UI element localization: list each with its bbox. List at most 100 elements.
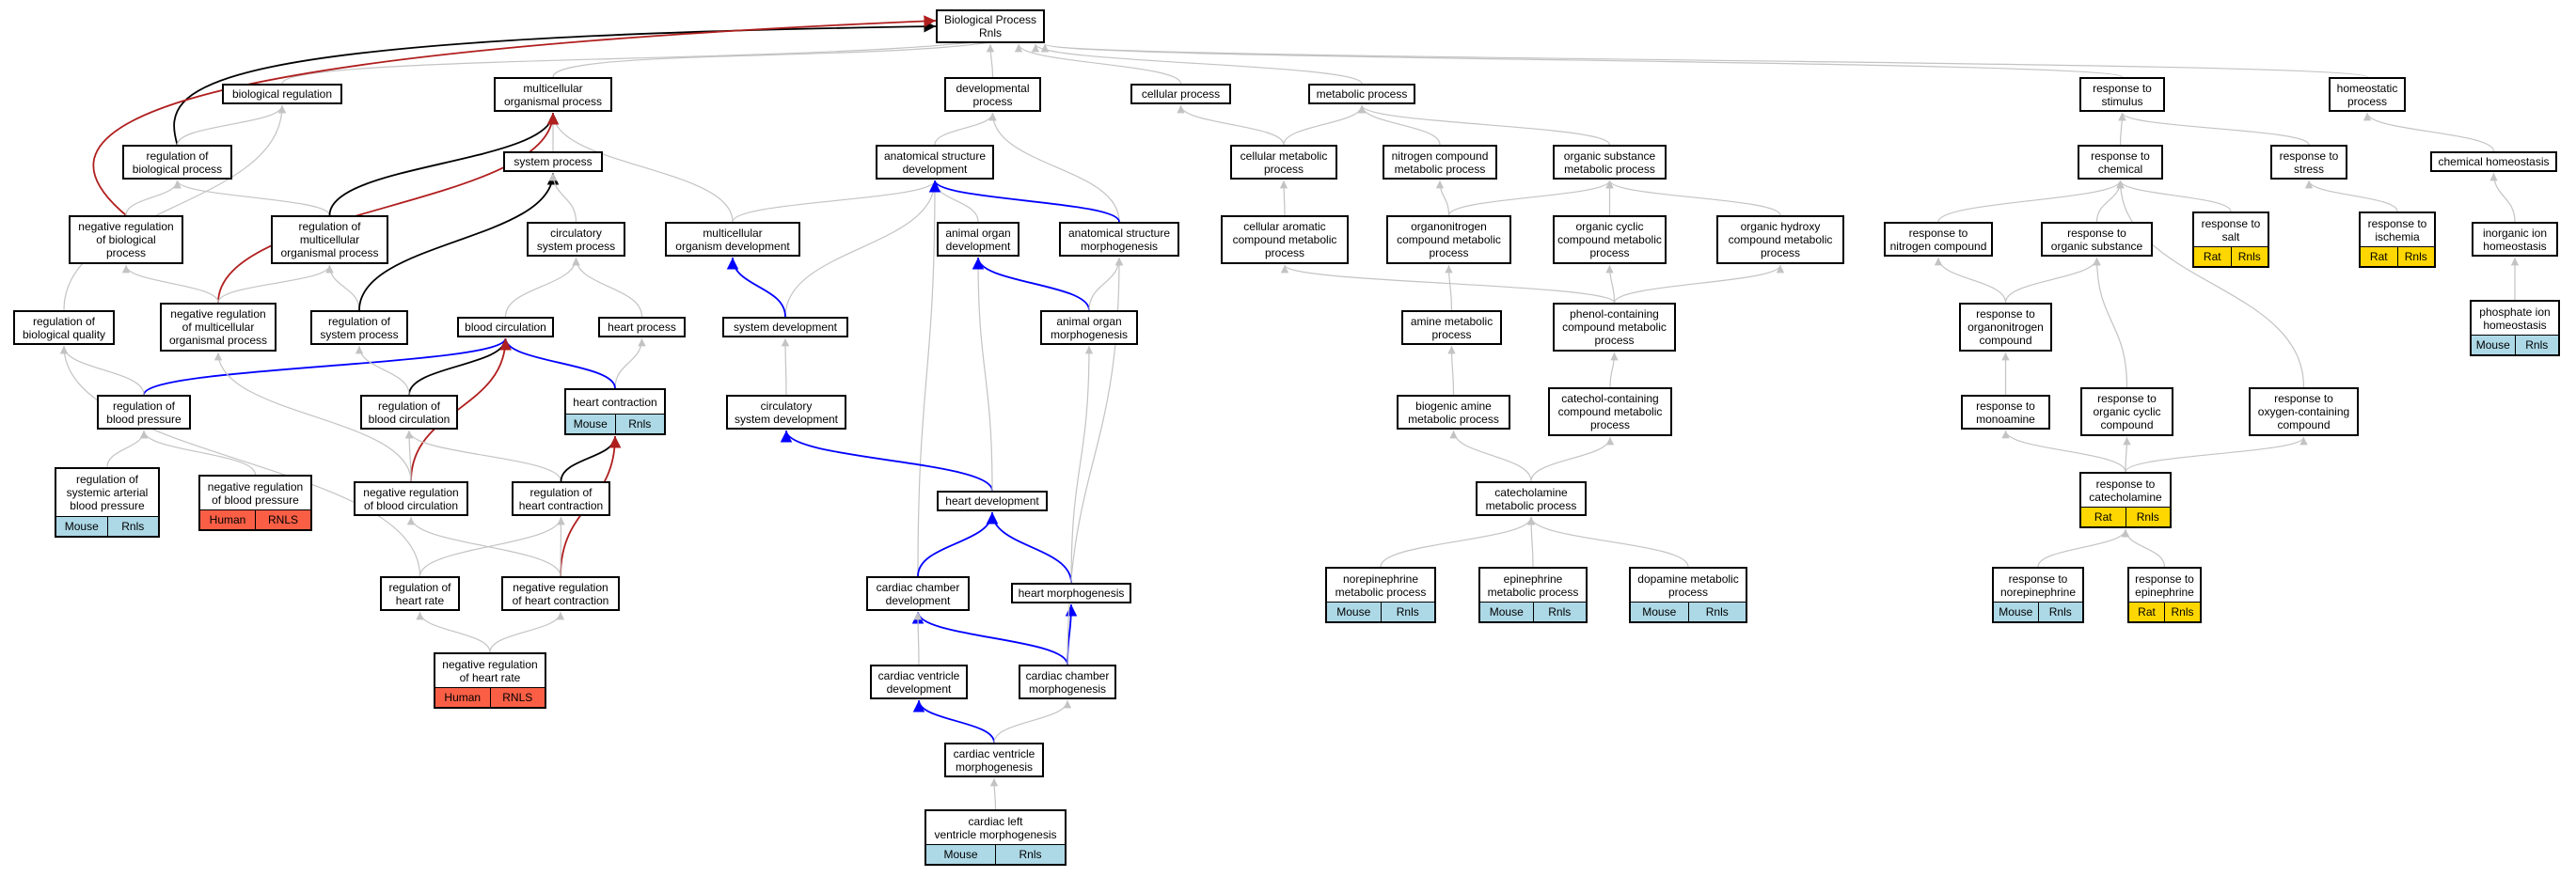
term-node-amine-metabolic-process[interactable]: amine metabolic process xyxy=(1401,310,1502,345)
term-node-biological-regulation[interactable]: biological regulation xyxy=(222,84,342,104)
edge-anatomical_structure_morphogenesis-to-developmental_process xyxy=(988,112,1120,223)
term-node-bp[interactable]: Biological Process Rnls xyxy=(936,9,1045,43)
term-node-regulation-of-system-process[interactable]: regulation of system process xyxy=(310,310,408,345)
term-label: biological regulation xyxy=(231,87,333,101)
term-node-organic-hydroxy-compound-metabolic-process[interactable]: organic hydroxy compound metabolic proce… xyxy=(1716,215,1844,264)
edge-regulation_of_biological_quality-to-biological_regulation xyxy=(63,104,287,311)
term-label: biogenic amine metabolic process xyxy=(1408,399,1499,426)
edge-cardiac_ventricle_morphogenesis-to-cardiac_chamber_morphogenesis xyxy=(993,699,1072,744)
term-node-blood-circulation[interactable]: blood circulation xyxy=(457,317,554,337)
edge-circulatory_system_development-to-system_development xyxy=(781,337,790,396)
term-node-negative-regulation-of-blood-circulation[interactable]: negative regulation of blood circulation xyxy=(354,481,468,516)
term-node-regulation-of-biological-quality[interactable]: regulation of biological quality xyxy=(13,310,115,345)
term-label: nitrogen compound metabolic process xyxy=(1391,149,1489,176)
term-node-cardiac-ventricle-morphogenesis[interactable]: cardiac ventricle morphogenesis xyxy=(944,743,1044,777)
term-node-negative-regulation-of-multicellular-organismal-process[interactable]: negative regulation of multicellular org… xyxy=(160,303,277,352)
term-node-regulation-of-blood-pressure[interactable]: regulation of blood pressure xyxy=(97,395,191,430)
term-node-response-to-oxygen-containing-compound[interactable]: response to oxygen-containing compound xyxy=(2249,387,2359,436)
term-node-anatomical-structure-development[interactable]: anatomical structure development xyxy=(876,145,994,180)
term-node-developmental-process[interactable]: developmental process xyxy=(944,77,1041,112)
term-node-cardiac-chamber-morphogenesis[interactable]: cardiac chamber morphogenesis xyxy=(1019,665,1116,699)
term-node-response-to-nitrogen-compound[interactable]: response to nitrogen compound xyxy=(1884,222,1993,257)
edge-regulation_of_blood_pressure-to-blood_circulation xyxy=(143,337,512,396)
term-label: circulatory system process xyxy=(536,226,616,253)
term-node-metabolic-process[interactable]: metabolic process xyxy=(1308,84,1415,104)
term-node-organic-substance-metabolic-process[interactable]: organic substance metabolic process xyxy=(1553,145,1667,180)
term-node-cardiac-chamber-development[interactable]: cardiac chamber development xyxy=(866,576,970,611)
term-node-chemical-homeostasis[interactable]: chemical homeostasis xyxy=(2430,151,2557,172)
term-node-regulation-of-heart-rate[interactable]: regulation of heart rate xyxy=(380,576,460,611)
term-node-organic-cyclic-compound-metabolic-process[interactable]: organic cyclic compound metabolic proces… xyxy=(1553,215,1667,264)
term-label: regulation of heart contraction xyxy=(518,485,604,512)
edge-negative_regulation_of_heart_contraction-to-negative_regulation_of_blood_circulation xyxy=(406,516,561,577)
term-node-biogenic-amine-metabolic-process[interactable]: biogenic amine metabolic process xyxy=(1397,395,1510,430)
term-node-heart-process[interactable]: heart process xyxy=(598,317,686,337)
term-node-catecholamine-metabolic-process[interactable]: catecholamine metabolic process xyxy=(1476,481,1587,516)
term-node-circulatory-system-process[interactable]: circulatory system process xyxy=(527,222,625,257)
term-label: regulation of blood circulation xyxy=(368,399,450,426)
term-node-response-to-organic-substance[interactable]: response to organic substance xyxy=(2041,222,2153,257)
term-node-catechol-containing-compound-metabolic-process[interactable]: catechol-containing compound metabolic p… xyxy=(1548,387,1672,436)
term-node-response-to-stimulus[interactable]: response to stimulus xyxy=(2079,77,2165,112)
term-node-animal-organ-morphogenesis[interactable]: animal organ morphogenesis xyxy=(1040,310,1138,345)
edge-regulation_of_heart_rate-to-regulation_of_heart_contraction xyxy=(419,516,565,577)
term-node-regulation-of-blood-circulation[interactable]: regulation of blood circulation xyxy=(360,395,458,430)
term-node-regulation-of-heart-contraction[interactable]: regulation of heart contraction xyxy=(512,481,610,516)
term-node-multicellular-organism-development[interactable]: multicellular organism development xyxy=(665,222,800,257)
term-node-response-to-organonitrogen-compound[interactable]: response to organonitrogen compound xyxy=(1959,303,2052,352)
gene-tag: Rnls xyxy=(1532,603,1586,621)
term-node-negative-regulation-of-heart-contraction[interactable]: negative regulation of heart contraction xyxy=(501,576,620,611)
term-node-response-to-chemical[interactable]: response to chemical xyxy=(2078,145,2163,180)
term-node-organonitrogen-compound-metabolic-process[interactable]: organonitrogen compound metabolic proces… xyxy=(1386,215,1511,264)
term-label: regulation of blood pressure xyxy=(106,399,182,426)
term-label: catechol-containing compound metabolic p… xyxy=(1557,392,1663,431)
edge-nitrogen_compound_metabolic_process-to-metabolic_process xyxy=(1357,104,1441,146)
term-node-response-to-stress[interactable]: response to stress xyxy=(2270,145,2347,180)
term-node-inorganic-ion-homeostasis[interactable]: inorganic ion homeostasis xyxy=(2472,222,2558,257)
term-node-heart-development[interactable]: heart development xyxy=(937,491,1048,511)
edge-heart_contraction-to-blood_circulation xyxy=(499,337,616,389)
term-node-regulation-of-biological-process[interactable]: regulation of biological process xyxy=(122,145,232,180)
term-node-regulation-of-systemic-arterial-blood-pressure[interactable]: regulation of systemic arterial blood pr… xyxy=(55,467,160,538)
term-node-response-to-monoamine[interactable]: response to monoamine xyxy=(1961,395,2050,430)
term-node-regulation-of-multicellular-organismal-process[interactable]: regulation of multicellular organismal p… xyxy=(271,215,388,264)
term-label: organonitrogen compound metabolic proces… xyxy=(1397,220,1501,259)
term-node-system-process[interactable]: system process xyxy=(503,151,603,172)
term-node-cellular-aromatic-compound-metabolic-process[interactable]: cellular aromatic compound metabolic pro… xyxy=(1221,215,1349,264)
term-node-cellular-process[interactable]: cellular process xyxy=(1130,84,1231,104)
edge-amine_metabolic_process-to-organonitrogen_compound_metabolic_process xyxy=(1445,264,1453,311)
term-label: animal organ development xyxy=(945,226,1011,253)
term-node-phenol-containing-compound-metabolic-process[interactable]: phenol-containing compound metabolic pro… xyxy=(1553,303,1676,352)
term-label: response to organic cyclic compound xyxy=(2093,392,2161,431)
term-node-nitrogen-compound-metabolic-process[interactable]: nitrogen compound metabolic process xyxy=(1383,145,1497,180)
term-node-anatomical-structure-morphogenesis[interactable]: anatomical structure morphogenesis xyxy=(1059,222,1179,257)
term-node-cellular-metabolic-process[interactable]: cellular metabolic process xyxy=(1230,145,1337,180)
term-node-multicellular-organismal-process[interactable]: multicellular organismal process xyxy=(494,77,612,112)
gene-tag: Rnls xyxy=(2164,603,2200,621)
term-node-negative-regulation-of-biological-process[interactable]: negative regulation of biological proces… xyxy=(69,215,183,264)
term-node-response-to-organic-cyclic-compound[interactable]: response to organic cyclic compound xyxy=(2080,387,2173,436)
edge-regulation_of_heart_rate-to-regulation_of_biological_quality xyxy=(59,345,421,577)
term-node-homeostatic-process[interactable]: homeostatic process xyxy=(2329,77,2406,112)
term-node-cardiac-ventricle-development[interactable]: cardiac ventricle development xyxy=(870,665,968,699)
term-node-system-development[interactable]: system development xyxy=(722,317,848,337)
term-node-circulatory-system-development[interactable]: circulatory system development xyxy=(726,395,846,430)
edge-biogenic_amine_metabolic_process-to-amine_metabolic_process xyxy=(1447,345,1456,396)
term-node-animal-organ-development[interactable]: animal organ development xyxy=(937,222,1019,257)
term-node-heart-morphogenesis[interactable]: heart morphogenesis xyxy=(1011,583,1131,603)
term-label: phosphate ion homeostasis xyxy=(2479,305,2551,332)
